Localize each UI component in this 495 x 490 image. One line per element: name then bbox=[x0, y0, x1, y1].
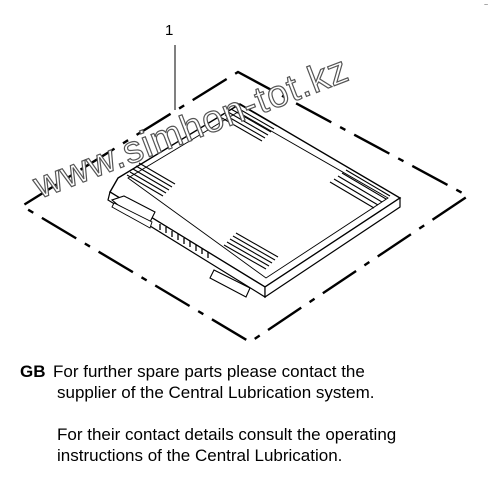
note-paragraph-2-line-1: For their contact details consult the op… bbox=[57, 425, 397, 444]
note-body: For further spare parts please contact t… bbox=[53, 361, 483, 466]
parts-diagram bbox=[19, 45, 471, 344]
note-paragraph-1-line-1: For further spare parts please contact t… bbox=[53, 362, 365, 381]
note-paragraph-1: For further spare parts please contact t… bbox=[53, 361, 483, 403]
language-code: GB bbox=[20, 362, 46, 381]
note-paragraph-2: For their contact details consult the op… bbox=[53, 424, 483, 466]
corner-mark: ~ bbox=[484, 2, 489, 9]
note-paragraph-1-line-2: supplier of the Central Lubrication syst… bbox=[57, 383, 375, 402]
note-paragraph-2-line-2: instructions of the Central Lubrication. bbox=[57, 446, 343, 465]
callout-number: 1 bbox=[165, 22, 174, 39]
lubrication-unit bbox=[107, 102, 402, 299]
dashed-boundary bbox=[19, 70, 471, 344]
